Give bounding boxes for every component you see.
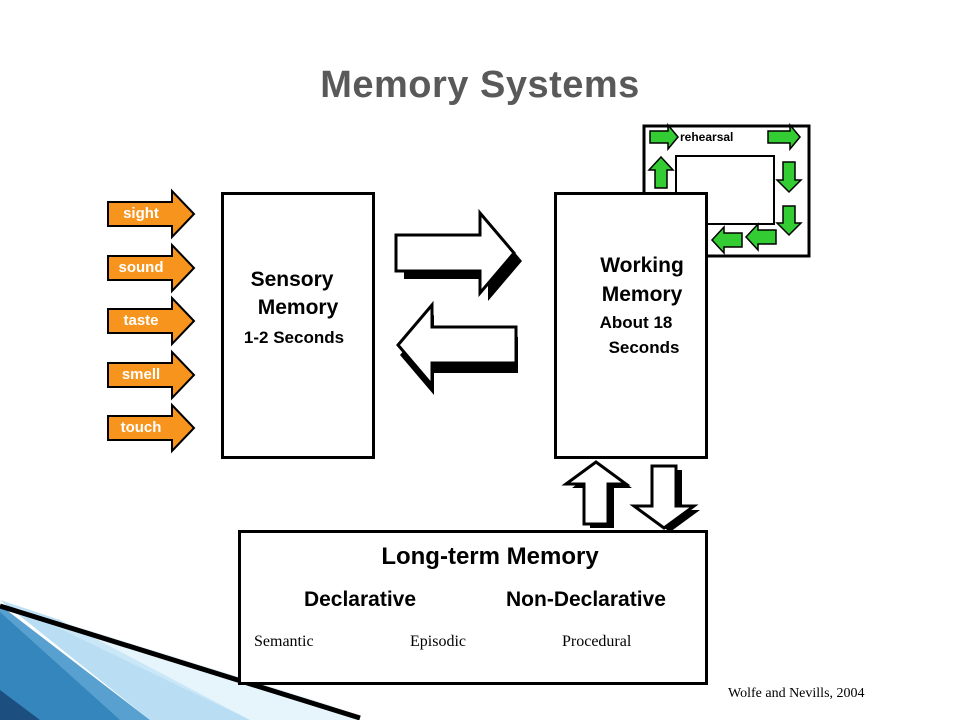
sensory-memory-title-line2: Memory [257, 296, 339, 319]
non-declarative-label: Non-Declarative [506, 588, 666, 611]
rehearsal-loop [642, 122, 811, 258]
working-memory-title-line1: Working [600, 254, 684, 277]
sense-arrow-touch-icon [107, 402, 196, 454]
sense-label-touch: touch [120, 419, 162, 436]
sense-arrow-sight-icon [107, 188, 196, 240]
sense-arrows [107, 188, 196, 454]
sense-label-sound: sound [118, 259, 164, 276]
episodic-label: Episodic [410, 633, 466, 650]
sensory-memory-duration: 1-2 Seconds [243, 328, 345, 347]
long-term-memory-box [238, 530, 708, 685]
sense-arrow-taste-icon [107, 295, 196, 347]
working-memory-duration-line2: Seconds [608, 338, 680, 357]
vertical-arrows [561, 460, 700, 532]
page-title: Memory Systems [320, 64, 640, 106]
declarative-label: Declarative [303, 588, 417, 611]
arrow-up-to-working-icon [561, 460, 632, 528]
sensory-memory-box [221, 192, 375, 459]
arrow-right-to-working-icon [394, 208, 522, 301]
transfer-arrows [394, 208, 522, 395]
rehearsal-label: rehearsal [680, 130, 734, 144]
sensory-memory-title-line1: Sensory [250, 268, 334, 291]
working-memory-box [554, 192, 708, 459]
working-memory-duration-line1: About 18 [599, 313, 673, 332]
source-credit: Wolfe and Nevills, 2004 [728, 686, 865, 701]
sense-arrow-sound-icon [107, 242, 196, 294]
semantic-label: Semantic [254, 633, 314, 650]
sense-arrow-smell-icon [107, 349, 196, 401]
sense-label-smell: smell [121, 366, 161, 383]
arrow-down-to-longterm-icon [629, 464, 700, 532]
long-term-memory-title: Long-term Memory [381, 543, 599, 570]
sense-label-taste: taste [123, 312, 159, 329]
arrow-left-to-sensory-icon [396, 300, 518, 395]
sense-label-sight: sight [123, 205, 159, 222]
procedural-label: Procedural [562, 633, 632, 650]
working-memory-title-line2: Memory [601, 283, 683, 306]
